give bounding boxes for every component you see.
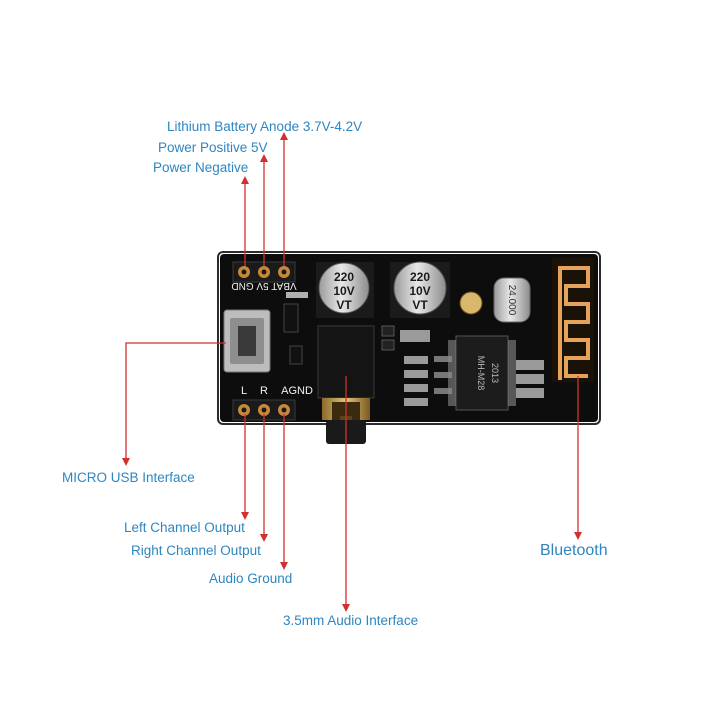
pcb-board: VBAT 5V GND L R AGND 220 10V VT (217, 251, 601, 444)
bluetooth-label: Bluetooth (540, 542, 608, 559)
pin-agnd-silkscreen: AGND (281, 385, 313, 397)
svg-text:VT: VT (336, 298, 352, 312)
svg-text:2013: 2013 (490, 363, 500, 383)
main-chip: MH-M28 2013 (448, 335, 516, 411)
right-channel-label: Right Channel Output (131, 543, 261, 558)
power-negative-label: Power Negative (153, 160, 249, 175)
svg-text:220: 220 (410, 270, 430, 284)
micro-usb-port (223, 309, 271, 373)
svg-text:VT: VT (412, 298, 428, 312)
bottom-header-pins (232, 399, 296, 421)
crystal-oscillator: 24.000 (493, 277, 531, 323)
audio-interface-label: 3.5mm Audio Interface (283, 613, 419, 628)
bluetooth-antenna (552, 258, 594, 382)
svg-text:10V: 10V (333, 284, 354, 298)
top-header-pins (232, 261, 296, 283)
smd-component (283, 303, 299, 333)
arrow-micro-usb (122, 342, 226, 466)
micro-usb-label: MICRO USB Interface (62, 470, 195, 485)
left-channel-label: Left Channel Output (124, 520, 245, 535)
round-pad (459, 291, 483, 315)
smd-components-row (381, 325, 452, 406)
svg-text:24.000: 24.000 (506, 285, 517, 316)
top-pins-silkscreen: VBAT 5V GND (231, 280, 296, 291)
capacitor-1: 220 10V VT (316, 262, 374, 318)
resistor-array (516, 360, 544, 398)
power-positive-label: Power Positive 5V (158, 140, 268, 155)
annotation-arrows (122, 132, 582, 612)
pin-r-silkscreen: R (260, 385, 268, 397)
svg-text:MH-M28: MH-M28 (476, 356, 486, 391)
svg-text:10V: 10V (409, 284, 430, 298)
battery-anode-label: Lithium Battery Anode 3.7V-4.2V (167, 119, 363, 134)
smd-component (289, 345, 303, 365)
capacitor-2: 220 10V VT (390, 261, 450, 318)
svg-text:220: 220 (334, 270, 354, 284)
audio-ground-label: Audio Ground (209, 571, 293, 586)
pin-l-silkscreen: L (241, 385, 247, 397)
smd-component (286, 292, 308, 298)
